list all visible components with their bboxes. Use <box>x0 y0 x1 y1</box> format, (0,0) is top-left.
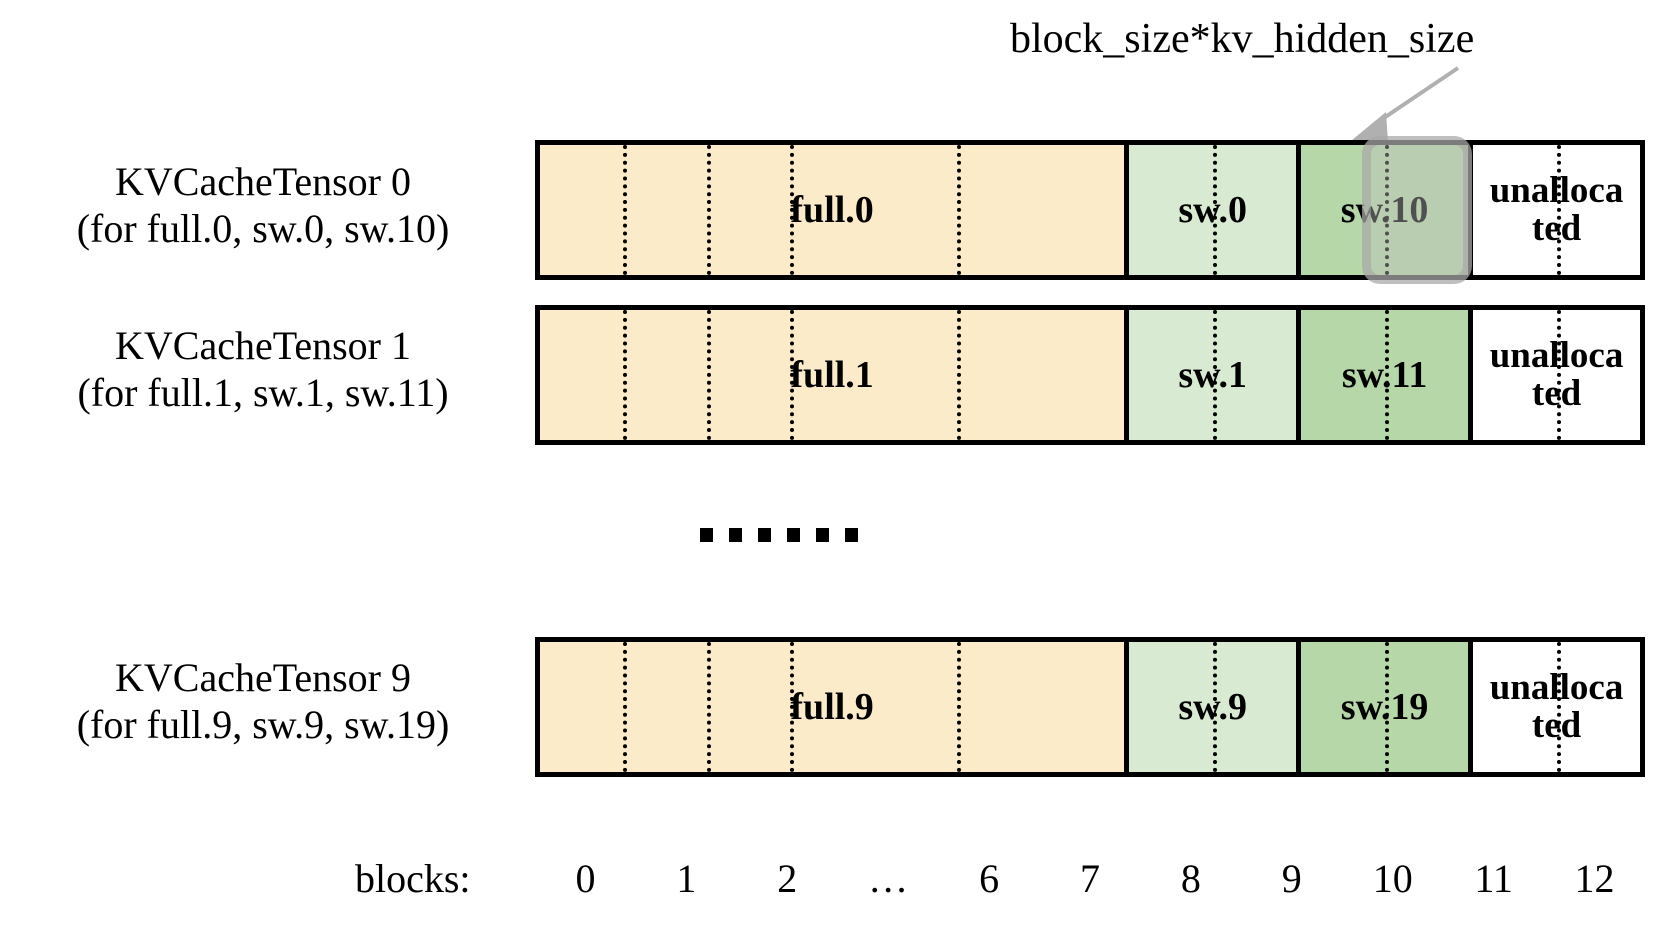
axis-tick: 7 <box>1079 856 1100 901</box>
row-label-title-9: KVCacheTensor 9 <box>115 655 411 700</box>
segment-full-0-label: full.0 <box>790 188 874 231</box>
axis-tick: … <box>868 856 909 901</box>
ellipsis-dot <box>787 528 800 542</box>
axis-tick: 11 <box>1474 856 1513 901</box>
axis-tick: 1 <box>676 856 697 901</box>
axis-tick: 8 <box>1180 856 1201 901</box>
axis-tick: 12 <box>1574 856 1615 901</box>
blocks-axis-ticks: 0 1 2 … 6 7 8 9 10 11 12 <box>535 855 1645 915</box>
segment-sw-9[interactable]: sw.9 <box>1129 642 1302 772</box>
ellipsis-dot <box>729 528 742 542</box>
blocks-axis-title: blocks: <box>355 856 471 901</box>
segment-full-0[interactable]: full.0 <box>540 145 1130 275</box>
axis-tick: 6 <box>979 856 1000 901</box>
row-label-sub-9: (for full.9, sw.9, sw.19) <box>76 702 450 748</box>
row-label-kvcachetensor-9: KVCacheTensor 9 (for full.9, sw.9, sw.19… <box>28 654 498 748</box>
segment-full-9[interactable]: full.9 <box>540 642 1130 772</box>
row-label-title-0: KVCacheTensor 0 <box>115 159 411 204</box>
ellipsis-dot <box>845 528 858 542</box>
segment-sw-11[interactable]: sw.11 <box>1301 310 1474 440</box>
row-label-kvcachetensor-1: KVCacheTensor 1 (for full.1, sw.1, sw.11… <box>28 322 498 416</box>
blocks-axis: blocks: 0 1 2 … 6 7 8 9 10 11 12 <box>0 855 1676 925</box>
axis-tick: 0 <box>575 856 596 901</box>
row-label-title-1: KVCacheTensor 1 <box>115 323 411 368</box>
segment-sw-0[interactable]: sw.0 <box>1129 145 1302 275</box>
ellipsis-dot <box>700 528 713 542</box>
row-label-sub-0: (for full.0, sw.0, sw.10) <box>76 206 450 252</box>
ellipsis-dot <box>816 528 829 542</box>
segment-full-1-label: full.1 <box>790 353 874 396</box>
segment-full-1[interactable]: full.1 <box>540 310 1130 440</box>
vertical-ellipsis <box>700 528 858 542</box>
annotation-block-size-label: block_size*kv_hidden_size <box>1010 16 1475 62</box>
highlight-selection-block-11[interactable] <box>1362 136 1472 284</box>
segment-full-9-label: full.9 <box>790 685 874 728</box>
row-label-kvcachetensor-0: KVCacheTensor 0 (for full.0, sw.0, sw.10… <box>28 158 498 252</box>
axis-tick: 2 <box>777 856 798 901</box>
axis-tick: 9 <box>1281 856 1302 901</box>
axis-tick: 10 <box>1372 856 1413 901</box>
segment-sw-1[interactable]: sw.1 <box>1129 310 1302 440</box>
segment-sw-19[interactable]: sw.19 <box>1301 642 1474 772</box>
row-label-sub-1: (for full.1, sw.1, sw.11) <box>77 370 449 416</box>
ellipsis-dot <box>758 528 771 542</box>
